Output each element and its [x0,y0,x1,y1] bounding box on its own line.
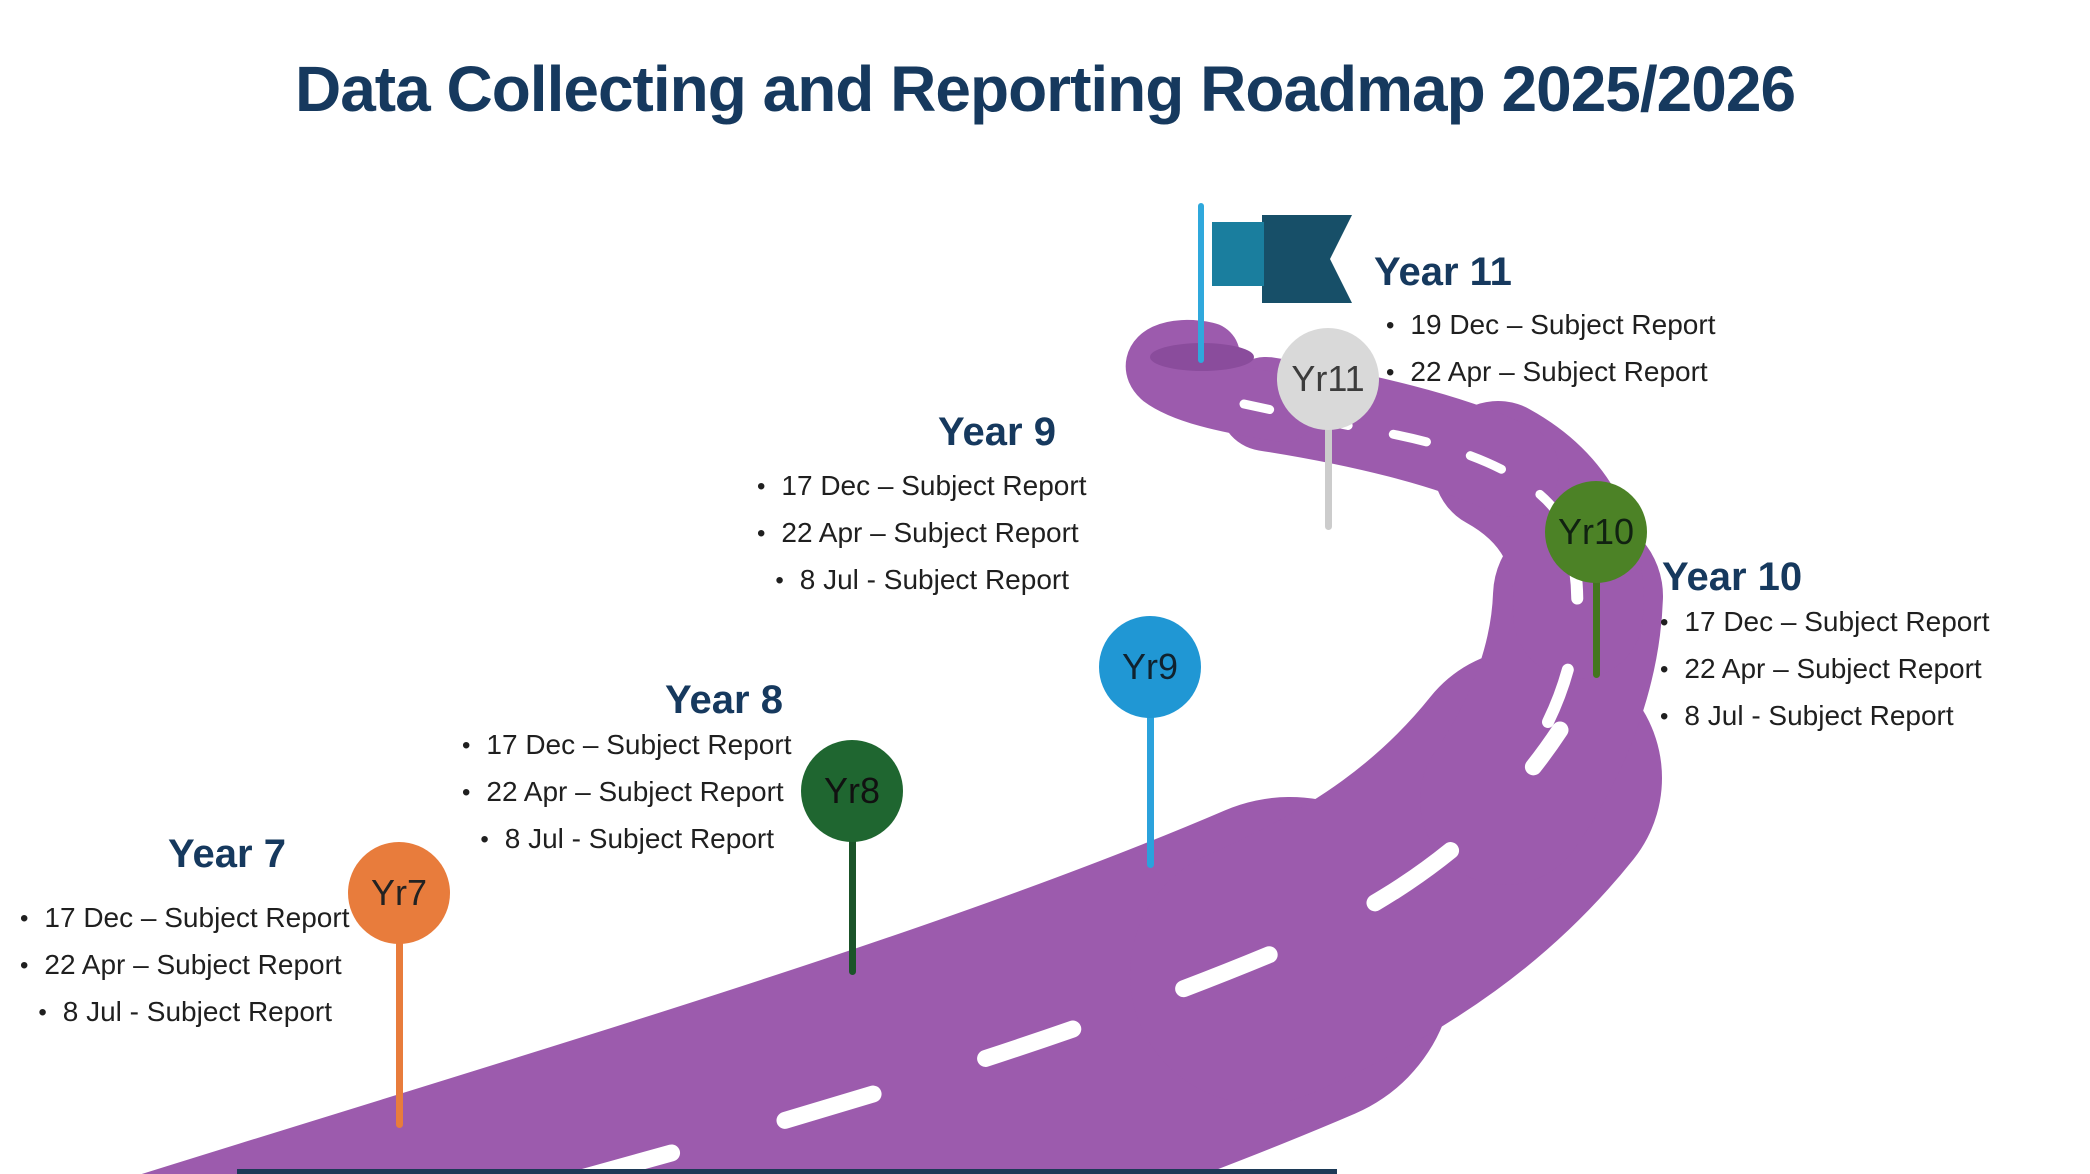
flag-accent-square [1212,222,1264,286]
list-item: 22 Apr – Subject Report [757,510,1078,557]
list-item: 22 Apr – Subject Report [20,942,341,989]
list-item: 19 Dec – Subject Report [1386,302,1766,349]
list-item: 8 Jul - Subject Report [20,989,332,1036]
year-7-list: 17 Dec – Subject Report 22 Apr – Subject… [20,895,349,1036]
pin-stem [1593,532,1600,678]
year-10-list: 17 Dec – Subject Report 22 Apr – Subject… [1660,599,2040,740]
page-title: Data Collecting and Reporting Roadmap 20… [294,53,1796,125]
list-item: 17 Dec – Subject Report [20,895,349,942]
pin-label: Yr10 [1557,511,1635,552]
pin-circle: Yr10 [1545,481,1647,583]
pin-stem [396,893,403,1128]
list-item: 22 Apr – Subject Report [462,769,783,816]
year-8-list: 17 Dec – Subject Report 22 Apr – Subject… [462,722,791,863]
pin-label: Yr11 [1291,358,1365,399]
year-11-heading: Year 11 [1374,250,1512,294]
pin-circle: Yr7 [348,842,450,944]
list-item: 8 Jul - Subject Report [1660,693,2040,740]
list-item: 17 Dec – Subject Report [1660,599,2040,646]
year-11-list: 19 Dec – Subject Report 22 Apr – Subject… [1386,302,1766,396]
bottom-edge-bar [237,1169,1337,1174]
pin-stem [1325,379,1332,530]
list-item: 17 Dec – Subject Report [757,463,1086,510]
flag-icon [1262,215,1352,303]
pin-label: Yr8 [823,770,881,811]
pin-stem [849,791,856,975]
year-7-heading: Year 7 [168,832,286,876]
pin-circle: Yr8 [801,740,903,842]
road-dash-line-1 [563,721,1569,1174]
pin-stem [1147,667,1154,868]
pin-circle: Yr11 [1277,328,1379,430]
year-10-heading: Year 10 [1662,555,1803,599]
road-dash-line-3 [1239,399,1567,525]
year-8-heading: Year 8 [665,678,783,722]
list-item: 17 Dec – Subject Report [462,722,791,769]
list-item: 8 Jul - Subject Report [462,816,774,863]
pin-label: Yr9 [1121,646,1179,687]
list-item: 22 Apr – Subject Report [1386,349,1766,396]
list-item: 22 Apr – Subject Report [1660,646,2040,693]
year-9-list: 17 Dec – Subject Report 22 Apr – Subject… [757,463,1086,604]
list-item: 8 Jul - Subject Report [757,557,1069,604]
pin-circle: Yr9 [1099,616,1201,718]
pin-label: Yr7 [370,872,428,913]
year-9-heading: Year 9 [938,410,1056,454]
